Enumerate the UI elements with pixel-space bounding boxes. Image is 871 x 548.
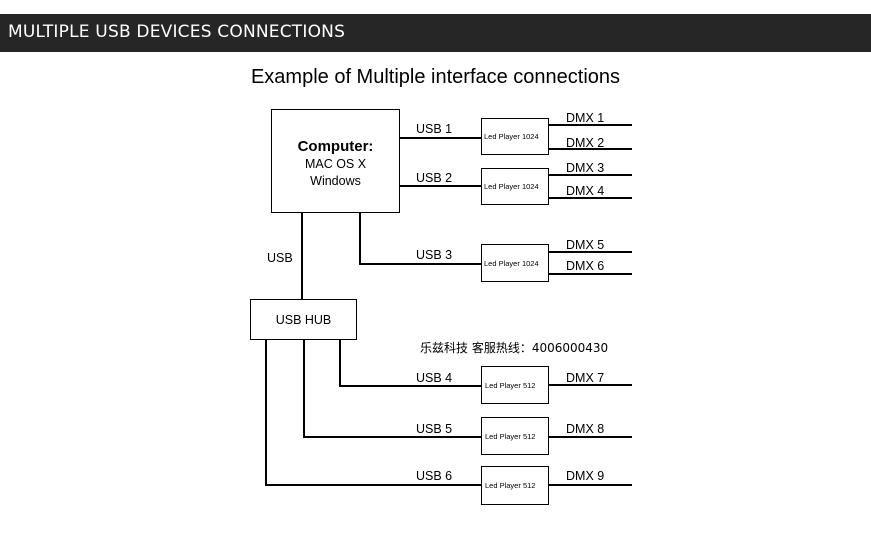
dmx1-label: DMX 1 bbox=[566, 111, 605, 125]
led-player-3: Led Player 1024 bbox=[481, 244, 549, 282]
usb6-line bbox=[265, 484, 481, 486]
computer-hub-line bbox=[301, 213, 303, 299]
dmx9-label: DMX 9 bbox=[566, 469, 605, 483]
usb3-label: USB 3 bbox=[416, 248, 453, 262]
led-player-1: Led Player 1024 bbox=[481, 118, 549, 155]
dmx5-line bbox=[549, 251, 632, 253]
dmx7-label: DMX 7 bbox=[566, 371, 605, 385]
computer-os-windows: Windows bbox=[310, 174, 361, 188]
usb5-label: USB 5 bbox=[416, 422, 453, 436]
dmx8-line bbox=[549, 436, 632, 438]
computer-heading: Computer: bbox=[297, 138, 374, 155]
usb5-line bbox=[303, 436, 481, 438]
usb-hub-label: USB HUB bbox=[275, 313, 332, 327]
dmx9-line bbox=[549, 484, 632, 486]
usb4-label: USB 4 bbox=[416, 371, 453, 385]
usb6-drop-line bbox=[265, 340, 267, 486]
led-player-4: Led Player 512 bbox=[481, 366, 549, 404]
dmx3-label: DMX 3 bbox=[566, 161, 605, 175]
section-title: MULTIPLE USB DEVICES CONNECTIONS bbox=[8, 22, 346, 42]
usb4-line bbox=[339, 385, 481, 387]
usb-hub-box: USB HUB bbox=[250, 299, 357, 340]
dmx2-label: DMX 2 bbox=[566, 136, 605, 150]
usb-label: USB bbox=[267, 251, 293, 265]
dmx2-line bbox=[549, 148, 632, 150]
led-player-5: Led Player 512 bbox=[481, 417, 549, 455]
computer-box: Computer: MAC OS X Windows bbox=[271, 109, 400, 213]
section-header: MULTIPLE USB DEVICES CONNECTIONS bbox=[0, 14, 871, 52]
hotline-text: 乐兹科技 客服热线：4006000430 bbox=[420, 341, 609, 355]
dmx3-line bbox=[549, 174, 632, 176]
usb6-label: USB 6 bbox=[416, 469, 453, 483]
dmx4-line bbox=[549, 197, 632, 199]
dmx1-line bbox=[549, 124, 632, 126]
dmx7-line bbox=[549, 384, 632, 386]
dmx8-label: DMX 8 bbox=[566, 422, 605, 436]
computer-os-mac: MAC OS X bbox=[304, 157, 367, 171]
usb5-drop-line bbox=[303, 340, 305, 438]
diagram-title: Example of Multiple interface connection… bbox=[250, 66, 621, 88]
usb3-line bbox=[359, 263, 481, 265]
usb2-line bbox=[400, 185, 481, 187]
usb3-drop-line bbox=[359, 213, 361, 265]
dmx6-line bbox=[549, 273, 632, 275]
dmx5-label: DMX 5 bbox=[566, 238, 605, 252]
dmx4-label: DMX 4 bbox=[566, 184, 605, 198]
dmx6-label: DMX 6 bbox=[566, 259, 605, 273]
led-player-2: Led Player 1024 bbox=[481, 168, 549, 205]
usb1-label: USB 1 bbox=[416, 122, 453, 136]
usb2-label: USB 2 bbox=[416, 171, 453, 185]
usb4-drop-line bbox=[339, 340, 341, 387]
led-player-6: Led Player 512 bbox=[481, 466, 549, 505]
usb1-line bbox=[400, 137, 481, 139]
